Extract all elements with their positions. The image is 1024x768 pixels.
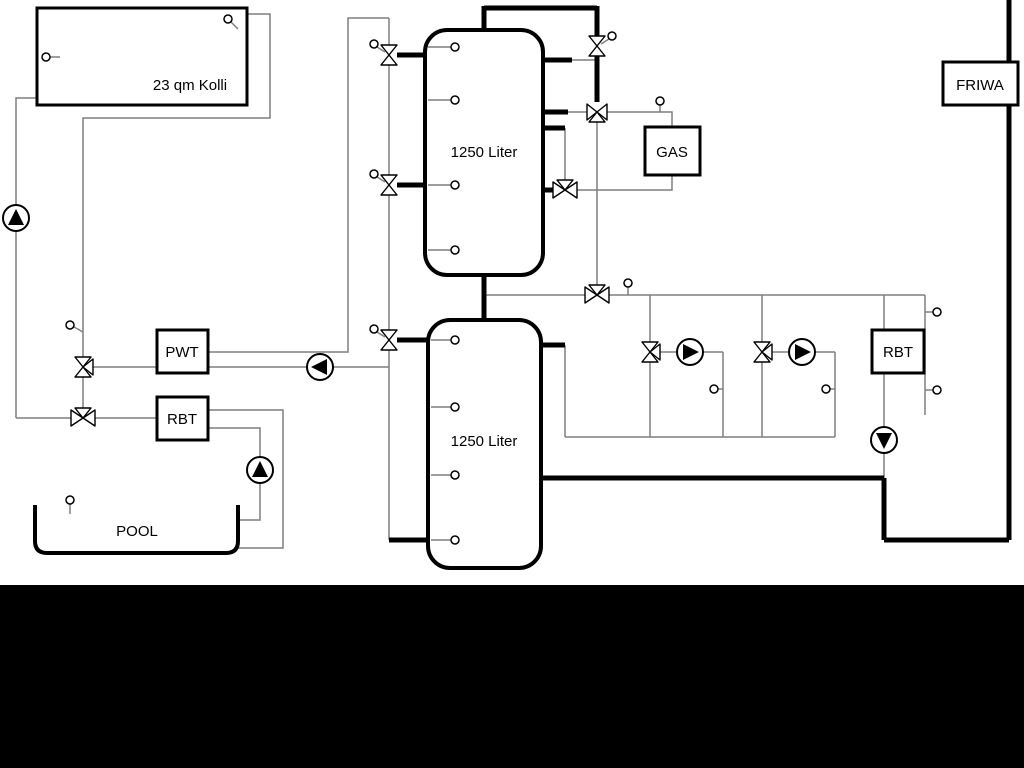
sensor-icon: [623, 278, 633, 288]
heat-exchanger-rbt-right: RBT: [870, 328, 926, 375]
rbt-right-label: RBT: [883, 344, 913, 361]
sensor-icon: [450, 470, 460, 480]
hydraulic-schematic: 23 qm Kolli 1250 Liter 1250 Liter GAS FR…: [2, 0, 1020, 570]
sensor-icon: [450, 535, 460, 545]
sensor-icon: [369, 324, 379, 334]
heat-exchanger-pwt: PWT: [155, 328, 210, 375]
letterbox-bottom: [0, 585, 1024, 768]
pump-right-icon-circuit-b: [788, 338, 816, 366]
sensor-icon: [450, 180, 460, 190]
buffer-tank-bottom-label: 1250 Liter: [451, 433, 518, 450]
pipe-network-thick: [389, 0, 1012, 543]
sensor-icon: [369, 39, 379, 49]
sensor-icons: [41, 14, 942, 545]
sensor-icon: [223, 14, 233, 24]
sensor-icon: [450, 42, 460, 52]
gas-boiler: GAS: [643, 125, 702, 177]
sensor-icon: [369, 169, 379, 179]
pump-up-icon-solar: [2, 204, 30, 232]
sensor-icon: [65, 495, 75, 505]
valve-icon-v2: [380, 174, 398, 196]
fresh-water-station-label: FRIWA: [956, 77, 1004, 94]
buffer-tank-top-label: 1250 Liter: [451, 144, 518, 161]
valve-icon-v3: [380, 329, 398, 351]
sensor-icon: [65, 320, 75, 330]
three-way-valve-icon-v8: [74, 356, 94, 378]
pool-label: POOL: [116, 523, 158, 540]
three-way-valve-icon-v6: [552, 179, 578, 199]
sensor-icon: [607, 31, 617, 41]
pump-up-icon-pool: [246, 456, 274, 484]
valve-icon-v1: [380, 44, 398, 66]
sensor-icon: [41, 52, 51, 62]
sensor-icon: [450, 335, 460, 345]
sensor-icon: [709, 384, 719, 394]
buffer-tank-bottom: 1250 Liter: [426, 318, 543, 570]
three-way-valve-icon-v7: [584, 284, 610, 304]
three-way-valve-icon-v5: [586, 103, 608, 123]
pump-left-icon-charging: [306, 353, 334, 381]
solar-collector: 23 qm Kolli: [35, 6, 249, 107]
pump-right-icon-circuit-a: [676, 338, 704, 366]
pipe-network-thin: [15, 13, 926, 549]
fresh-water-station: FRIWA: [941, 60, 1020, 107]
solar-collector-label: 23 qm Kolli: [153, 77, 227, 94]
valve-icon-v4: [588, 35, 606, 57]
sensor-icon: [821, 384, 831, 394]
rbt-left-label: RBT: [167, 411, 197, 428]
three-way-valve-icon-v9: [70, 407, 96, 427]
pump-down-icon-rbt: [870, 426, 898, 454]
heat-exchanger-rbt-left: RBT: [155, 395, 210, 442]
sensor-icon: [932, 385, 942, 395]
three-way-valve-icon-vb: [753, 341, 773, 363]
gas-boiler-label: GAS: [656, 144, 688, 161]
sensor-icon: [450, 245, 460, 255]
buffer-tank-top: 1250 Liter: [423, 28, 545, 277]
sensor-icon: [450, 402, 460, 412]
sensor-icon: [450, 95, 460, 105]
sensor-icon: [932, 307, 942, 317]
sensor-icon: [655, 96, 665, 106]
three-way-valve-icon-va: [641, 341, 661, 363]
pwt-label: PWT: [165, 344, 198, 361]
pool-basin: POOL: [33, 505, 240, 555]
